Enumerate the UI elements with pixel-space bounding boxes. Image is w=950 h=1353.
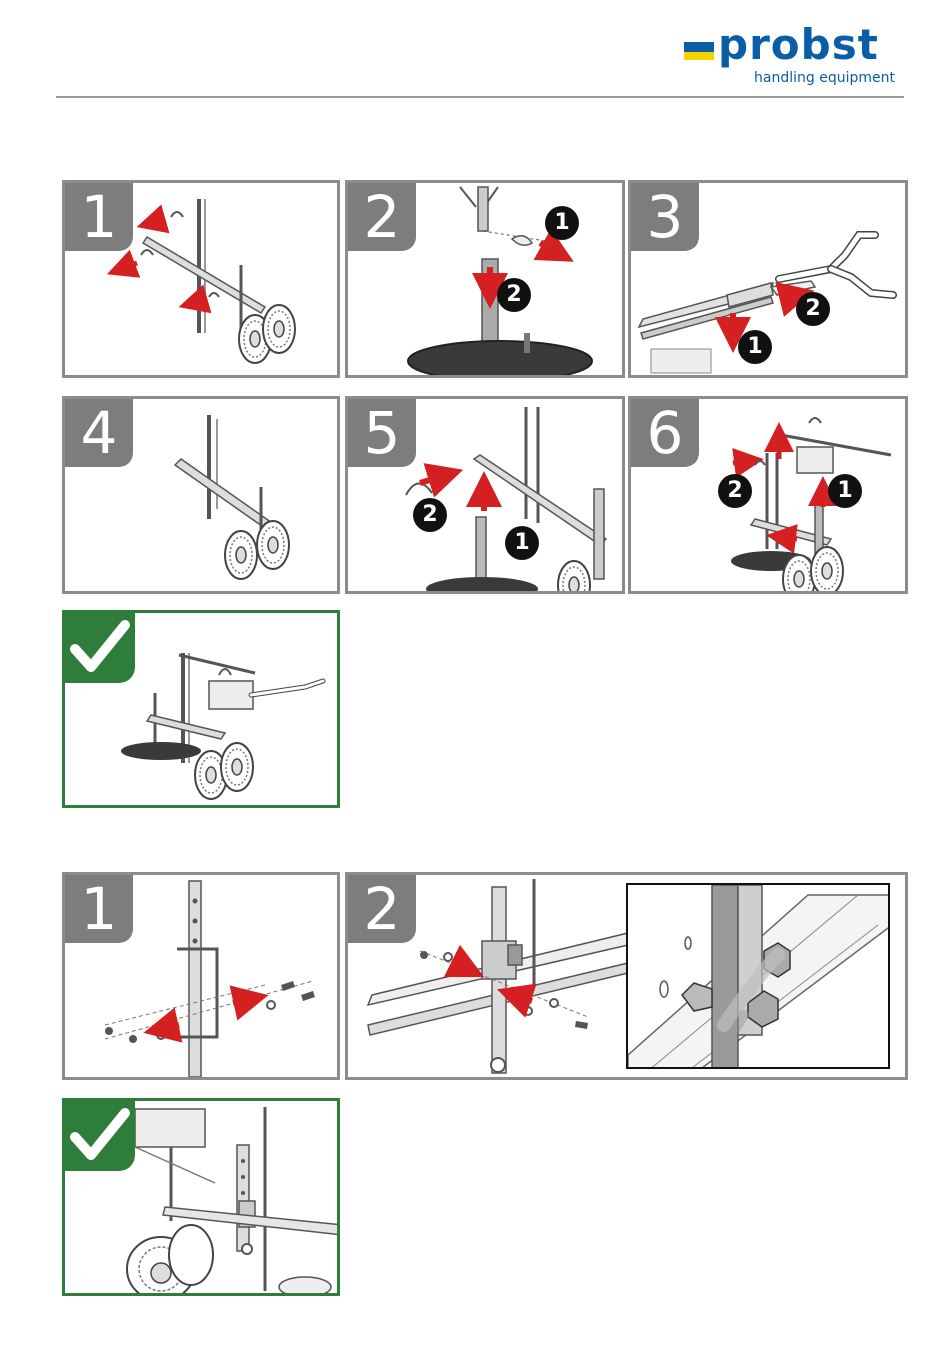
callout-one: 1	[827, 473, 863, 509]
result-panel-b	[62, 1098, 340, 1296]
step-panel-b2: 2	[345, 872, 908, 1080]
step-number-badge: 2	[348, 183, 416, 251]
step-panel-a2: 1 2 2	[345, 180, 625, 378]
step-number-badge: 1	[65, 875, 133, 943]
callout-one: 1	[544, 205, 580, 241]
callout-two: 2	[412, 497, 448, 533]
detail-inset	[626, 883, 890, 1069]
step-number-badge: 1	[65, 183, 133, 251]
callout-two: 2	[717, 473, 753, 509]
callout-one: 1	[504, 525, 540, 561]
step-number-badge: 6	[631, 399, 699, 467]
detail-illustration	[628, 885, 890, 1069]
probst-logo: probst handling equipment	[684, 30, 900, 90]
callout-two: 2	[795, 291, 831, 327]
header-rule	[56, 96, 904, 98]
checkmark-icon	[69, 617, 131, 679]
logo-mark-icon	[684, 42, 714, 62]
step-panel-a6: 2 1 6	[628, 396, 908, 594]
step-panel-a5: 2 1 5	[345, 396, 625, 594]
step-panel-a4: 4	[62, 396, 340, 594]
check-badge	[65, 613, 135, 683]
step-panel-a1: 1	[62, 180, 340, 378]
step-number-badge: 4	[65, 399, 133, 467]
check-badge	[65, 1101, 135, 1171]
logo-wordmark: probst	[718, 24, 879, 66]
checkmark-icon	[69, 1105, 131, 1167]
step-number-badge: 2	[348, 875, 416, 943]
step-number-badge: 5	[348, 399, 416, 467]
callout-one: 1	[737, 329, 773, 365]
step-panel-b1: 1	[62, 872, 340, 1080]
step-number-badge: 3	[631, 183, 699, 251]
callout-two: 2	[496, 277, 532, 313]
logo-tagline: handling equipment	[754, 70, 895, 86]
step-panel-a3: 2 1 3	[628, 180, 908, 378]
result-panel-a	[62, 610, 340, 808]
